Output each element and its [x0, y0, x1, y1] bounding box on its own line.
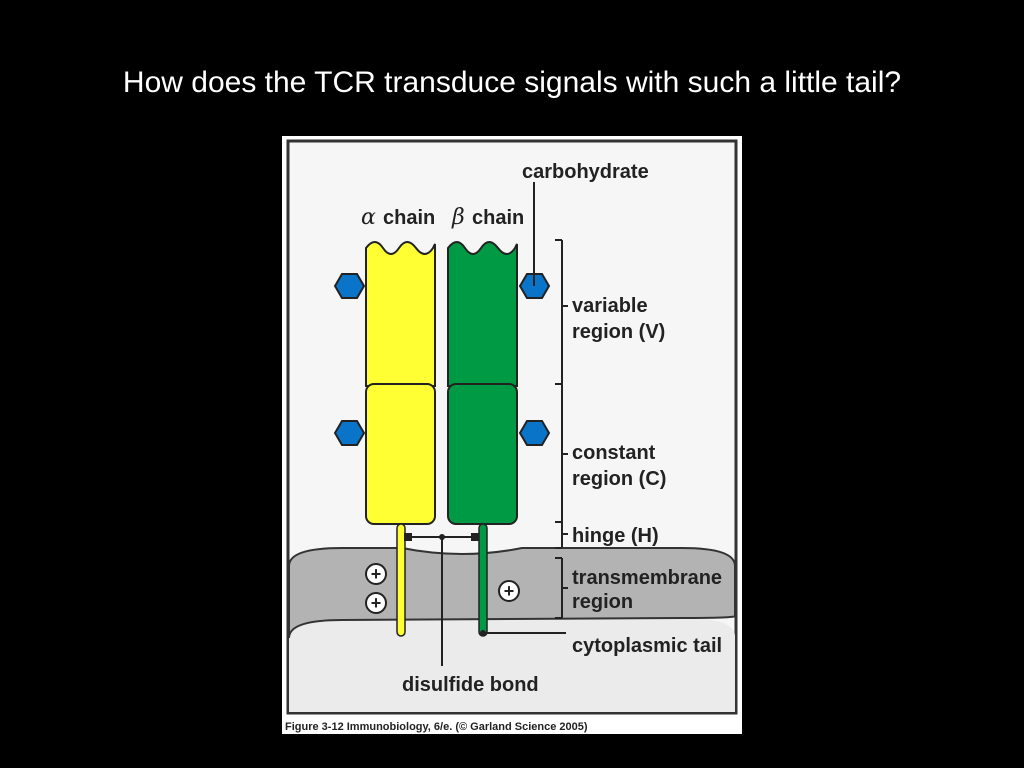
- plus-icon: +: [371, 593, 382, 613]
- disulfide-bond: [404, 533, 479, 666]
- alpha-variable-domain: [365, 241, 436, 387]
- cytoplasm: [289, 618, 735, 712]
- alpha-constant-domain: [365, 383, 436, 525]
- charge-alpha-2: +: [365, 592, 387, 614]
- hinge-label: hinge (H): [572, 525, 659, 547]
- carbohydrate-icon: [333, 420, 366, 446]
- constant-region-label-line1: constant: [572, 442, 656, 464]
- beta-chain: [447, 241, 518, 637]
- beta-variable-domain: [447, 241, 518, 387]
- alpha-chain-label: chain: [383, 207, 435, 229]
- transmembrane-label-line1: transmembrane: [572, 567, 722, 589]
- variable-region-label-line1: variable: [572, 295, 648, 317]
- charge-alpha-1: +: [365, 563, 387, 585]
- carbohydrate-icon: [333, 273, 366, 299]
- slide-title: How does the TCR transduce signals with …: [122, 66, 902, 99]
- alpha-symbol: α: [361, 205, 376, 230]
- cytoplasmic-tail-label: cytoplasmic tail: [572, 635, 722, 657]
- alpha-chain: [365, 241, 436, 637]
- region-brackets: [555, 239, 568, 619]
- beta-transmembrane-segment: [478, 523, 488, 637]
- constant-region-label-line2: region (C): [572, 468, 666, 490]
- charge-beta: +: [498, 580, 520, 602]
- carbohydrate-icon: [518, 420, 551, 446]
- alpha-transmembrane-segment: [396, 523, 406, 637]
- figure-caption: Figure 3-12 Immunobiology, 6/e. (© Garla…: [285, 721, 588, 733]
- beta-chain-label: chain: [472, 207, 524, 229]
- beta-constant-domain: [447, 383, 518, 525]
- tcr-diagram: + + + carbohydrate α chain β chain varia…: [285, 139, 738, 733]
- plus-icon: +: [371, 564, 382, 584]
- variable-region-label-line2: region (V): [572, 321, 665, 343]
- disulfide-bond-label: disulfide bond: [402, 674, 539, 696]
- transmembrane-label-line2: region: [572, 591, 633, 613]
- plus-icon: +: [504, 581, 515, 601]
- beta-symbol: β: [451, 205, 465, 230]
- carbohydrate-label: carbohydrate: [522, 161, 649, 183]
- tcr-figure: + + + carbohydrate α chain β chain varia…: [282, 136, 742, 734]
